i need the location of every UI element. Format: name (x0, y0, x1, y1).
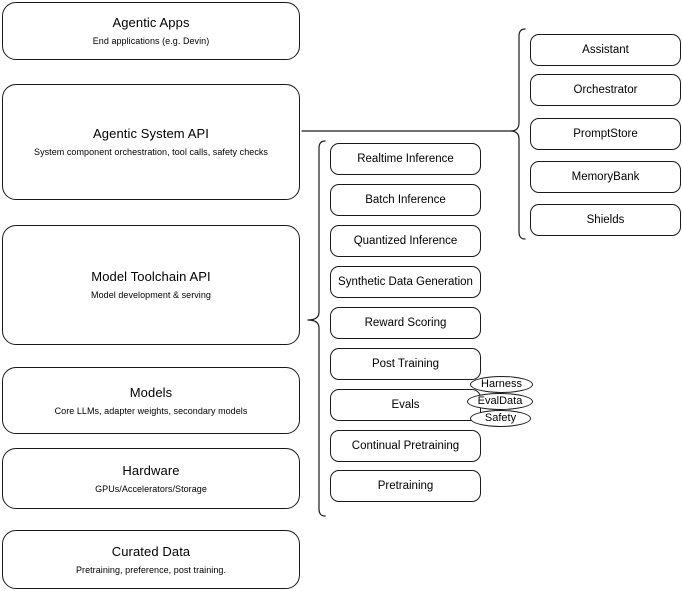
layer-subtitle: Model development & serving (91, 290, 211, 300)
eval-tag-evaldata[interactable]: EvalData (467, 393, 533, 410)
toolchain-chip-realtime-inference[interactable]: Realtime Inference (330, 143, 481, 175)
toolchain-chip-synthetic-data-generation[interactable]: Synthetic Data Generation (330, 266, 481, 298)
layer-title: Models (129, 384, 173, 400)
brace-system-components (510, 28, 526, 240)
system-chip-promptstore[interactable]: PromptStore (530, 118, 681, 150)
layer-subtitle: End applications (e.g. Devin) (92, 36, 210, 46)
layer-model-toolchain-api[interactable]: Model Toolchain API Model development & … (2, 225, 300, 345)
brace-toolchain-components (307, 140, 326, 517)
system-chip-assistant[interactable]: Assistant (530, 34, 681, 66)
layer-subtitle: Pretraining, preference, post training. (75, 564, 227, 575)
eval-tag-harness[interactable]: Harness (470, 376, 533, 393)
layer-title: Agentic Apps (112, 15, 190, 30)
layer-hardware[interactable]: Hardware GPUs/Accelerators/Storage (2, 448, 300, 509)
toolchain-chip-continual-pretraining[interactable]: Continual Pretraining (330, 430, 481, 462)
toolchain-chip-reward-scoring[interactable]: Reward Scoring (330, 307, 481, 339)
toolchain-chip-quantized-inference[interactable]: Quantized Inference (330, 225, 481, 257)
layer-title: Agentic System API (93, 126, 209, 141)
layer-subtitle: Core LLMs, adapter weights, secondary mo… (54, 405, 248, 416)
toolchain-chip-pretraining[interactable]: Pretraining (330, 470, 481, 502)
layer-curated-data[interactable]: Curated Data Pretraining, preference, po… (2, 530, 300, 589)
layer-agentic-system-api[interactable]: Agentic System API System component orch… (2, 84, 300, 200)
layer-subtitle: GPUs/Accelerators/Storage (95, 483, 207, 494)
toolchain-chip-evals[interactable]: Evals (330, 389, 481, 421)
system-chip-memorybank[interactable]: MemoryBank (530, 161, 681, 193)
layer-title: Model Toolchain API (91, 269, 211, 284)
layer-agentic-apps[interactable]: Agentic Apps End applications (e.g. Devi… (2, 2, 300, 60)
layer-models[interactable]: Models Core LLMs, adapter weights, secon… (2, 367, 300, 434)
layer-title: Hardware (122, 462, 180, 478)
toolchain-chip-batch-inference[interactable]: Batch Inference (330, 184, 481, 216)
layer-title: Curated Data (111, 543, 191, 559)
toolchain-chip-post-training[interactable]: Post Training (330, 348, 481, 380)
system-chip-orchestrator[interactable]: Orchestrator (530, 74, 681, 106)
layer-subtitle: System component orchestration, tool cal… (34, 147, 268, 157)
system-chip-shields[interactable]: Shields (530, 204, 681, 236)
eval-tag-safety[interactable]: Safety (470, 410, 531, 427)
